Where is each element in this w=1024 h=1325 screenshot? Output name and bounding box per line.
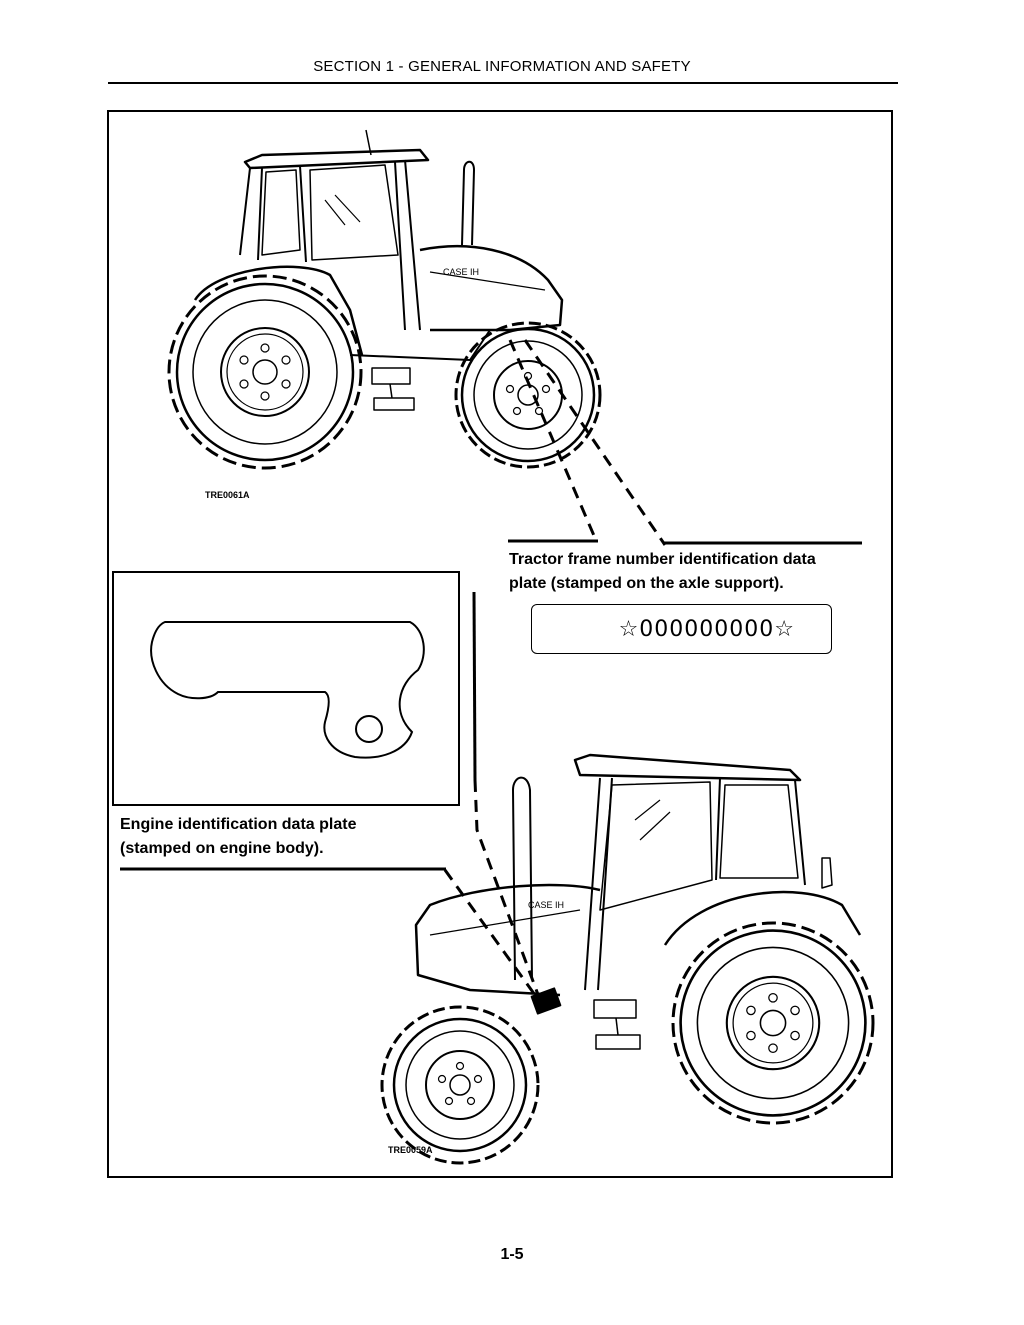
engine-plate-underline (120, 591, 477, 871)
bottom-drawing-code: TRE0059A (388, 1145, 433, 1155)
top-drawing-code: TRE0061A (205, 490, 250, 500)
frame-plate-callout: Tractor frame number identification data… (509, 548, 816, 596)
engine-plate-drawing (150, 621, 425, 759)
engine-plate-callout-line-2: (stamped on engine body). (120, 840, 324, 857)
frame-plate-callout-line-2: plate (stamped on the axle support). (509, 575, 784, 592)
top-tractor: CASE IH (167, 129, 602, 470)
page-number: 1-5 (500, 1246, 524, 1263)
engine-plate-inset (112, 571, 460, 806)
header-divider (108, 82, 898, 84)
figure-frame (107, 110, 893, 1178)
svg-text:CASE IH: CASE IH (528, 900, 564, 910)
engine-plate-callout-line-1: Engine identification data plate (120, 816, 357, 833)
serial-plate: ☆000000000☆ (531, 604, 832, 654)
serial-number: ☆000000000☆ (618, 616, 795, 642)
frame-plate-leaders (508, 339, 667, 546)
frame-plate-underline (508, 539, 862, 545)
svg-text:CASE IH: CASE IH (443, 267, 479, 277)
frame-plate-callout-line-1: Tractor frame number identification data (509, 551, 816, 568)
bottom-tractor: CASE IH (380, 753, 875, 1165)
engine-plate-callout: Engine identification data plate (stampe… (120, 813, 356, 861)
engine-plate-leaders (443, 779, 542, 1001)
section-header: SECTION 1 - GENERAL INFORMATION AND SAFE… (313, 58, 691, 75)
